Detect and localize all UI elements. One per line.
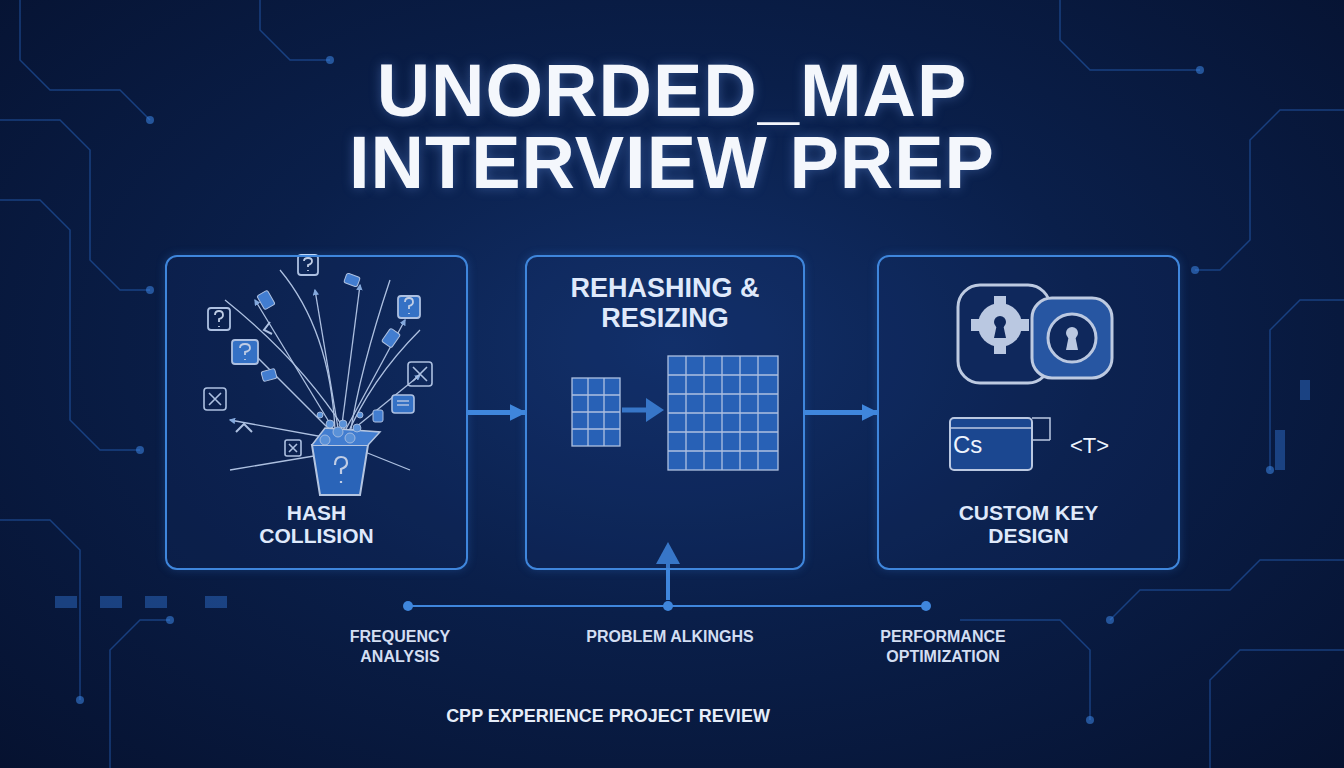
topic-box: HASH COLLISION	[165, 255, 468, 570]
flow-arrow	[468, 410, 525, 415]
box-heading: CUSTOM KEY DESIGN	[939, 501, 1119, 548]
footer-caption: CPP EXPERIENCE PROJECT REVIEW	[308, 706, 908, 727]
code-label: Cs	[953, 430, 993, 460]
timeline-label: FREQUENCY ANALYSIS	[330, 627, 470, 667]
topic-box: REHASHING & RESIZING	[525, 255, 805, 570]
flow-arrow	[805, 410, 877, 415]
timeline-label: PERFORMANCE OPTIMIZATION	[858, 627, 1028, 667]
diagram-title: UNORDED_MAP INTERVIEW PREP	[322, 55, 1022, 199]
box-heading: REHASHING & RESIZING	[540, 273, 790, 333]
timeline-label: PROBLEM ALKINGHS	[560, 627, 780, 647]
generic-type-label: <T>	[1070, 432, 1130, 460]
topic-box: CUSTOM KEY DESIGN	[877, 255, 1180, 570]
box-heading: HASH COLLISION	[232, 501, 402, 548]
